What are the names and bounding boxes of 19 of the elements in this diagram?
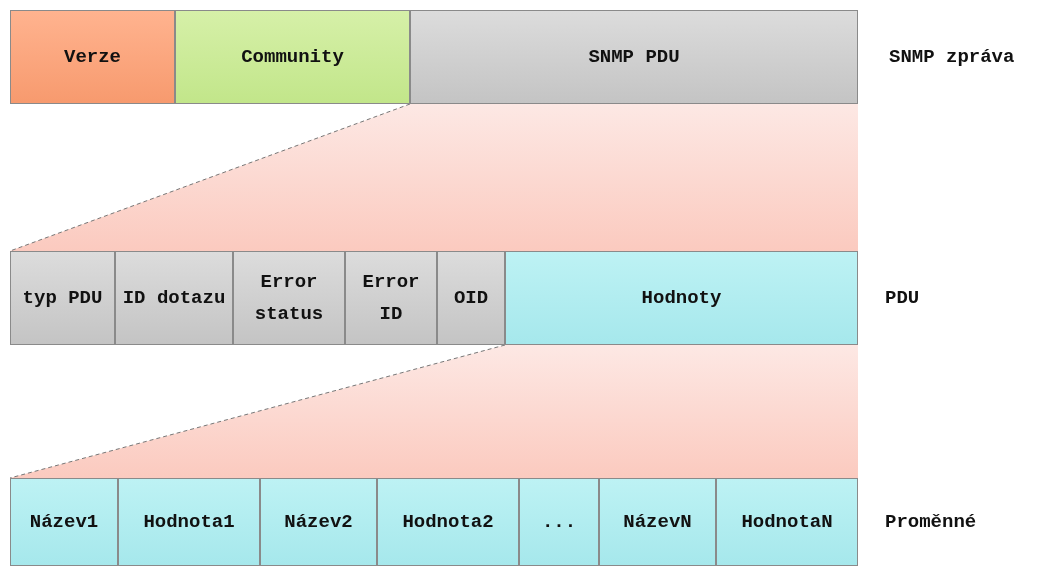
layer-label: SNMP zpráva	[889, 44, 1015, 70]
field-box: SNMP PDU	[410, 10, 858, 104]
field-box: HodnotaN	[716, 478, 858, 566]
field-box: Hodnota1	[118, 478, 260, 566]
field-box: Error ID	[345, 251, 437, 345]
field-box: Název1	[10, 478, 118, 566]
layer-label: Proměnné	[885, 509, 977, 535]
field-box: OID	[437, 251, 505, 345]
field-box: Hodnoty	[505, 251, 858, 345]
field-box: Název2	[260, 478, 377, 566]
field-box: ...	[519, 478, 599, 566]
field-box: Hodnota2	[377, 478, 519, 566]
field-box: Verze	[10, 10, 175, 104]
field-box: Community	[175, 10, 410, 104]
field-box: typ PDU	[10, 251, 115, 345]
layer-label: PDU	[885, 285, 920, 311]
field-box: NázevN	[599, 478, 716, 566]
field-box: Error status	[233, 251, 345, 345]
field-box: ID dotazu	[115, 251, 233, 345]
